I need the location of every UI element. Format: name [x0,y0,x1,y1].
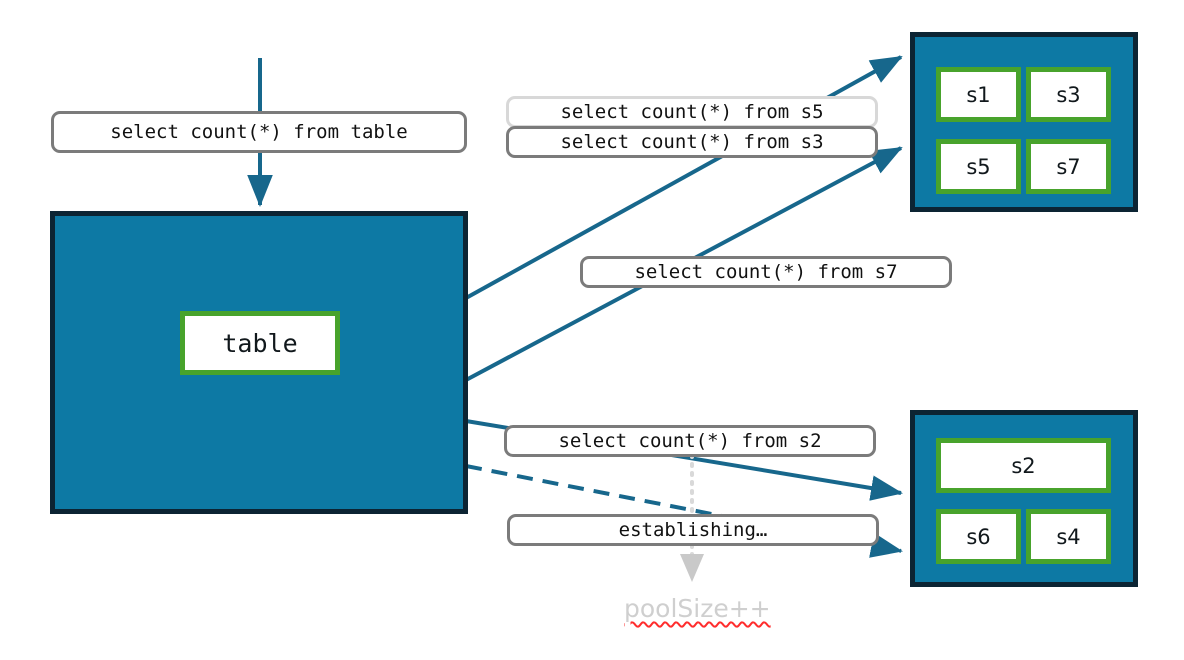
query-label-from-s3[interactable]: select count(*) from s3 [506,126,878,158]
query-label-from-s7-text: select count(*) from s7 [634,261,898,283]
server-node-s5-label: s5 [966,154,991,179]
query-label-from-s3-text: select count(*) from s3 [560,131,824,153]
pool-size-note: poolSize++ [624,594,771,623]
server-node-s1[interactable]: s1 [936,67,1021,122]
query-label-establishing[interactable]: establishing… [507,514,879,546]
pool-size-note-text: poolSize++ [624,594,771,623]
query-label-from-s2-text: select count(*) from s2 [558,430,822,452]
server-node-s2[interactable]: s2 [936,438,1111,493]
server-node-s6[interactable]: s6 [936,509,1021,564]
query-label-establishing-text: establishing… [618,519,768,541]
server-node-s2-label: s2 [1011,453,1036,478]
database-table-node[interactable]: table [180,311,340,375]
server-node-s4[interactable]: s4 [1026,509,1111,564]
server-node-s1-label: s1 [966,82,991,107]
server-node-s5[interactable]: s5 [936,139,1021,194]
database-table-label: table [222,328,298,358]
server-node-s3-label: s3 [1056,82,1081,107]
server-node-s3[interactable]: s3 [1026,67,1111,122]
server-node-s6-label: s6 [966,524,991,549]
query-label-from-s5-text: select count(*) from s5 [560,101,824,123]
server-node-s7-label: s7 [1056,154,1081,179]
query-label-from-s7[interactable]: select count(*) from s7 [580,256,952,288]
query-label-from-s5[interactable]: select count(*) from s5 [506,96,878,128]
query-label-from-table[interactable]: select count(*) from table [51,111,467,153]
server-node-s4-label: s4 [1056,524,1081,549]
server-node-s7[interactable]: s7 [1026,139,1111,194]
query-label-from-table-text: select count(*) from table [110,121,408,143]
query-label-from-s2[interactable]: select count(*) from s2 [504,425,876,457]
